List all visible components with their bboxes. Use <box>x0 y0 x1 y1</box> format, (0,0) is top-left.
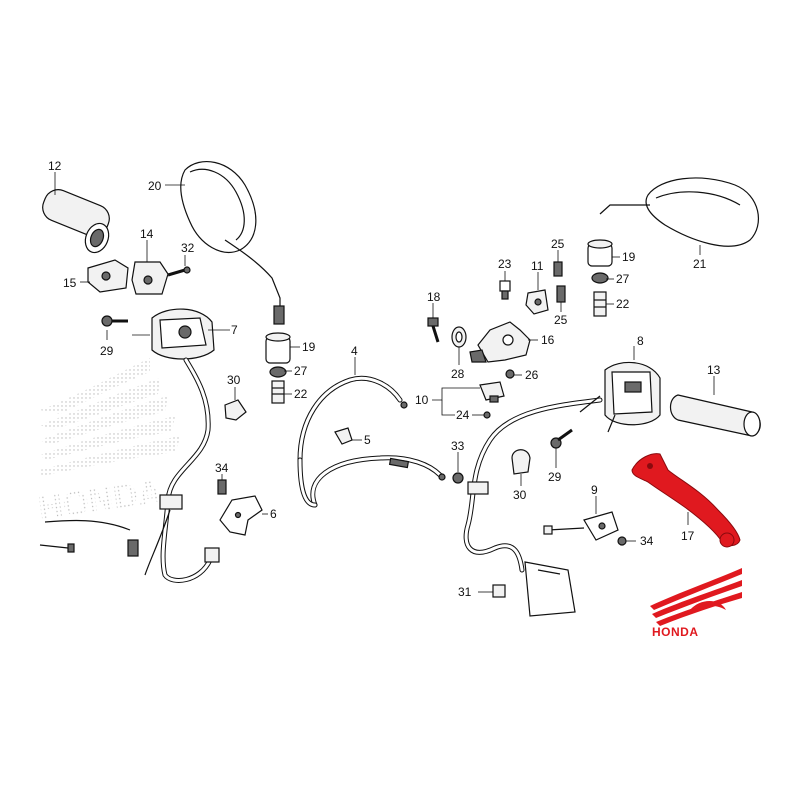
clip-30-left <box>224 399 247 421</box>
callout-label: 18 <box>427 290 441 304</box>
callout-label: 22 <box>294 387 308 401</box>
clutch-holder-16 <box>469 321 531 363</box>
right-grip <box>669 394 761 437</box>
washer-27-right <box>591 272 609 284</box>
spacer-19-left <box>265 332 291 364</box>
screw-25-lower <box>556 285 566 303</box>
switch-holder <box>87 259 169 295</box>
callout-label: 15 <box>63 276 77 290</box>
callout-label: 27 <box>616 272 630 286</box>
callout-label: 10 <box>415 393 429 407</box>
callout-label: 8 <box>637 334 644 348</box>
callout-label: 30 <box>513 488 527 502</box>
bolt-29-left <box>101 315 128 327</box>
screw-32 <box>167 266 191 277</box>
leader-lines <box>54 172 715 593</box>
callout-label: 32 <box>181 241 195 255</box>
callout-label: 34 <box>215 461 229 475</box>
bolt-22-right <box>593 291 607 317</box>
callout-label: 7 <box>231 323 238 337</box>
bolt-18 <box>427 317 440 343</box>
callout-label: 21 <box>693 257 707 271</box>
callout-label: 11 <box>531 259 544 273</box>
bolt-34-right <box>617 536 627 546</box>
callout-label: 5 <box>364 433 371 447</box>
watermark-wing <box>40 358 180 476</box>
clip-30-right <box>511 449 531 475</box>
callout-label: 19 <box>622 250 636 264</box>
washer-27-left <box>269 366 287 378</box>
callout-label: 30 <box>227 373 241 387</box>
callout-label: 25 <box>551 237 565 251</box>
right-mirror <box>599 177 759 247</box>
bracket-6 <box>219 495 263 536</box>
callout-label: 17 <box>681 529 695 543</box>
bolt-22-left <box>271 380 285 404</box>
callout-label: 6 <box>270 507 277 521</box>
callout-label: 9 <box>591 483 598 497</box>
callout-label: 26 <box>525 368 539 382</box>
screw-24 <box>483 411 491 419</box>
screw-25-upper <box>553 261 563 277</box>
callout-label: 34 <box>640 534 654 548</box>
left-handlebar-switch <box>132 308 215 360</box>
right-handlebar-switch <box>579 361 661 433</box>
bolt-34-left <box>217 479 227 495</box>
nut-33 <box>452 472 464 484</box>
callout-label: 22 <box>616 297 630 311</box>
bracket-9 <box>543 511 619 541</box>
bolt-29-right <box>550 428 573 449</box>
callout-label: 29 <box>100 344 114 358</box>
callout-label: 27 <box>294 364 308 378</box>
lever-pivot-11 <box>525 289 549 315</box>
callout-label: 4 <box>351 344 358 358</box>
left-mirror <box>180 161 285 325</box>
collar-28 <box>451 326 467 348</box>
cable-clamp-5 <box>334 427 353 445</box>
callout-label: 13 <box>707 363 721 377</box>
callout-label: 19 <box>302 340 316 354</box>
callout-label: 31 <box>458 585 472 599</box>
callout-label: 25 <box>554 313 568 327</box>
callout-label: 28 <box>451 367 465 381</box>
left-switch-harness <box>39 357 220 583</box>
clutch-switch-10 <box>479 381 505 403</box>
honda-wing-logo <box>650 568 742 626</box>
callout-labels: 12 20 14 32 15 7 29 19 27 22 30 4 5 34 6… <box>48 159 721 599</box>
callout-label: 29 <box>548 470 562 484</box>
callout-label: 20 <box>148 179 162 193</box>
clutch-lever-17-highlighted <box>631 453 741 548</box>
throttle-cable-4 <box>297 375 446 508</box>
callout-label: 14 <box>140 227 154 241</box>
callout-label: 23 <box>498 257 512 271</box>
honda-logo-text: HONDA <box>652 625 699 639</box>
left-grip <box>42 189 110 254</box>
bolt-31 <box>492 584 506 598</box>
callout-label: 12 <box>48 159 62 173</box>
right-switch-harness <box>463 397 603 617</box>
bolt-23 <box>499 280 511 300</box>
callout-label: 24 <box>456 408 470 422</box>
spacer-19-right <box>587 239 613 267</box>
watermark-text: HONDA <box>36 473 165 528</box>
callout-label: 33 <box>451 439 465 453</box>
callout-label: 16 <box>541 333 555 347</box>
nut-26 <box>505 369 515 379</box>
